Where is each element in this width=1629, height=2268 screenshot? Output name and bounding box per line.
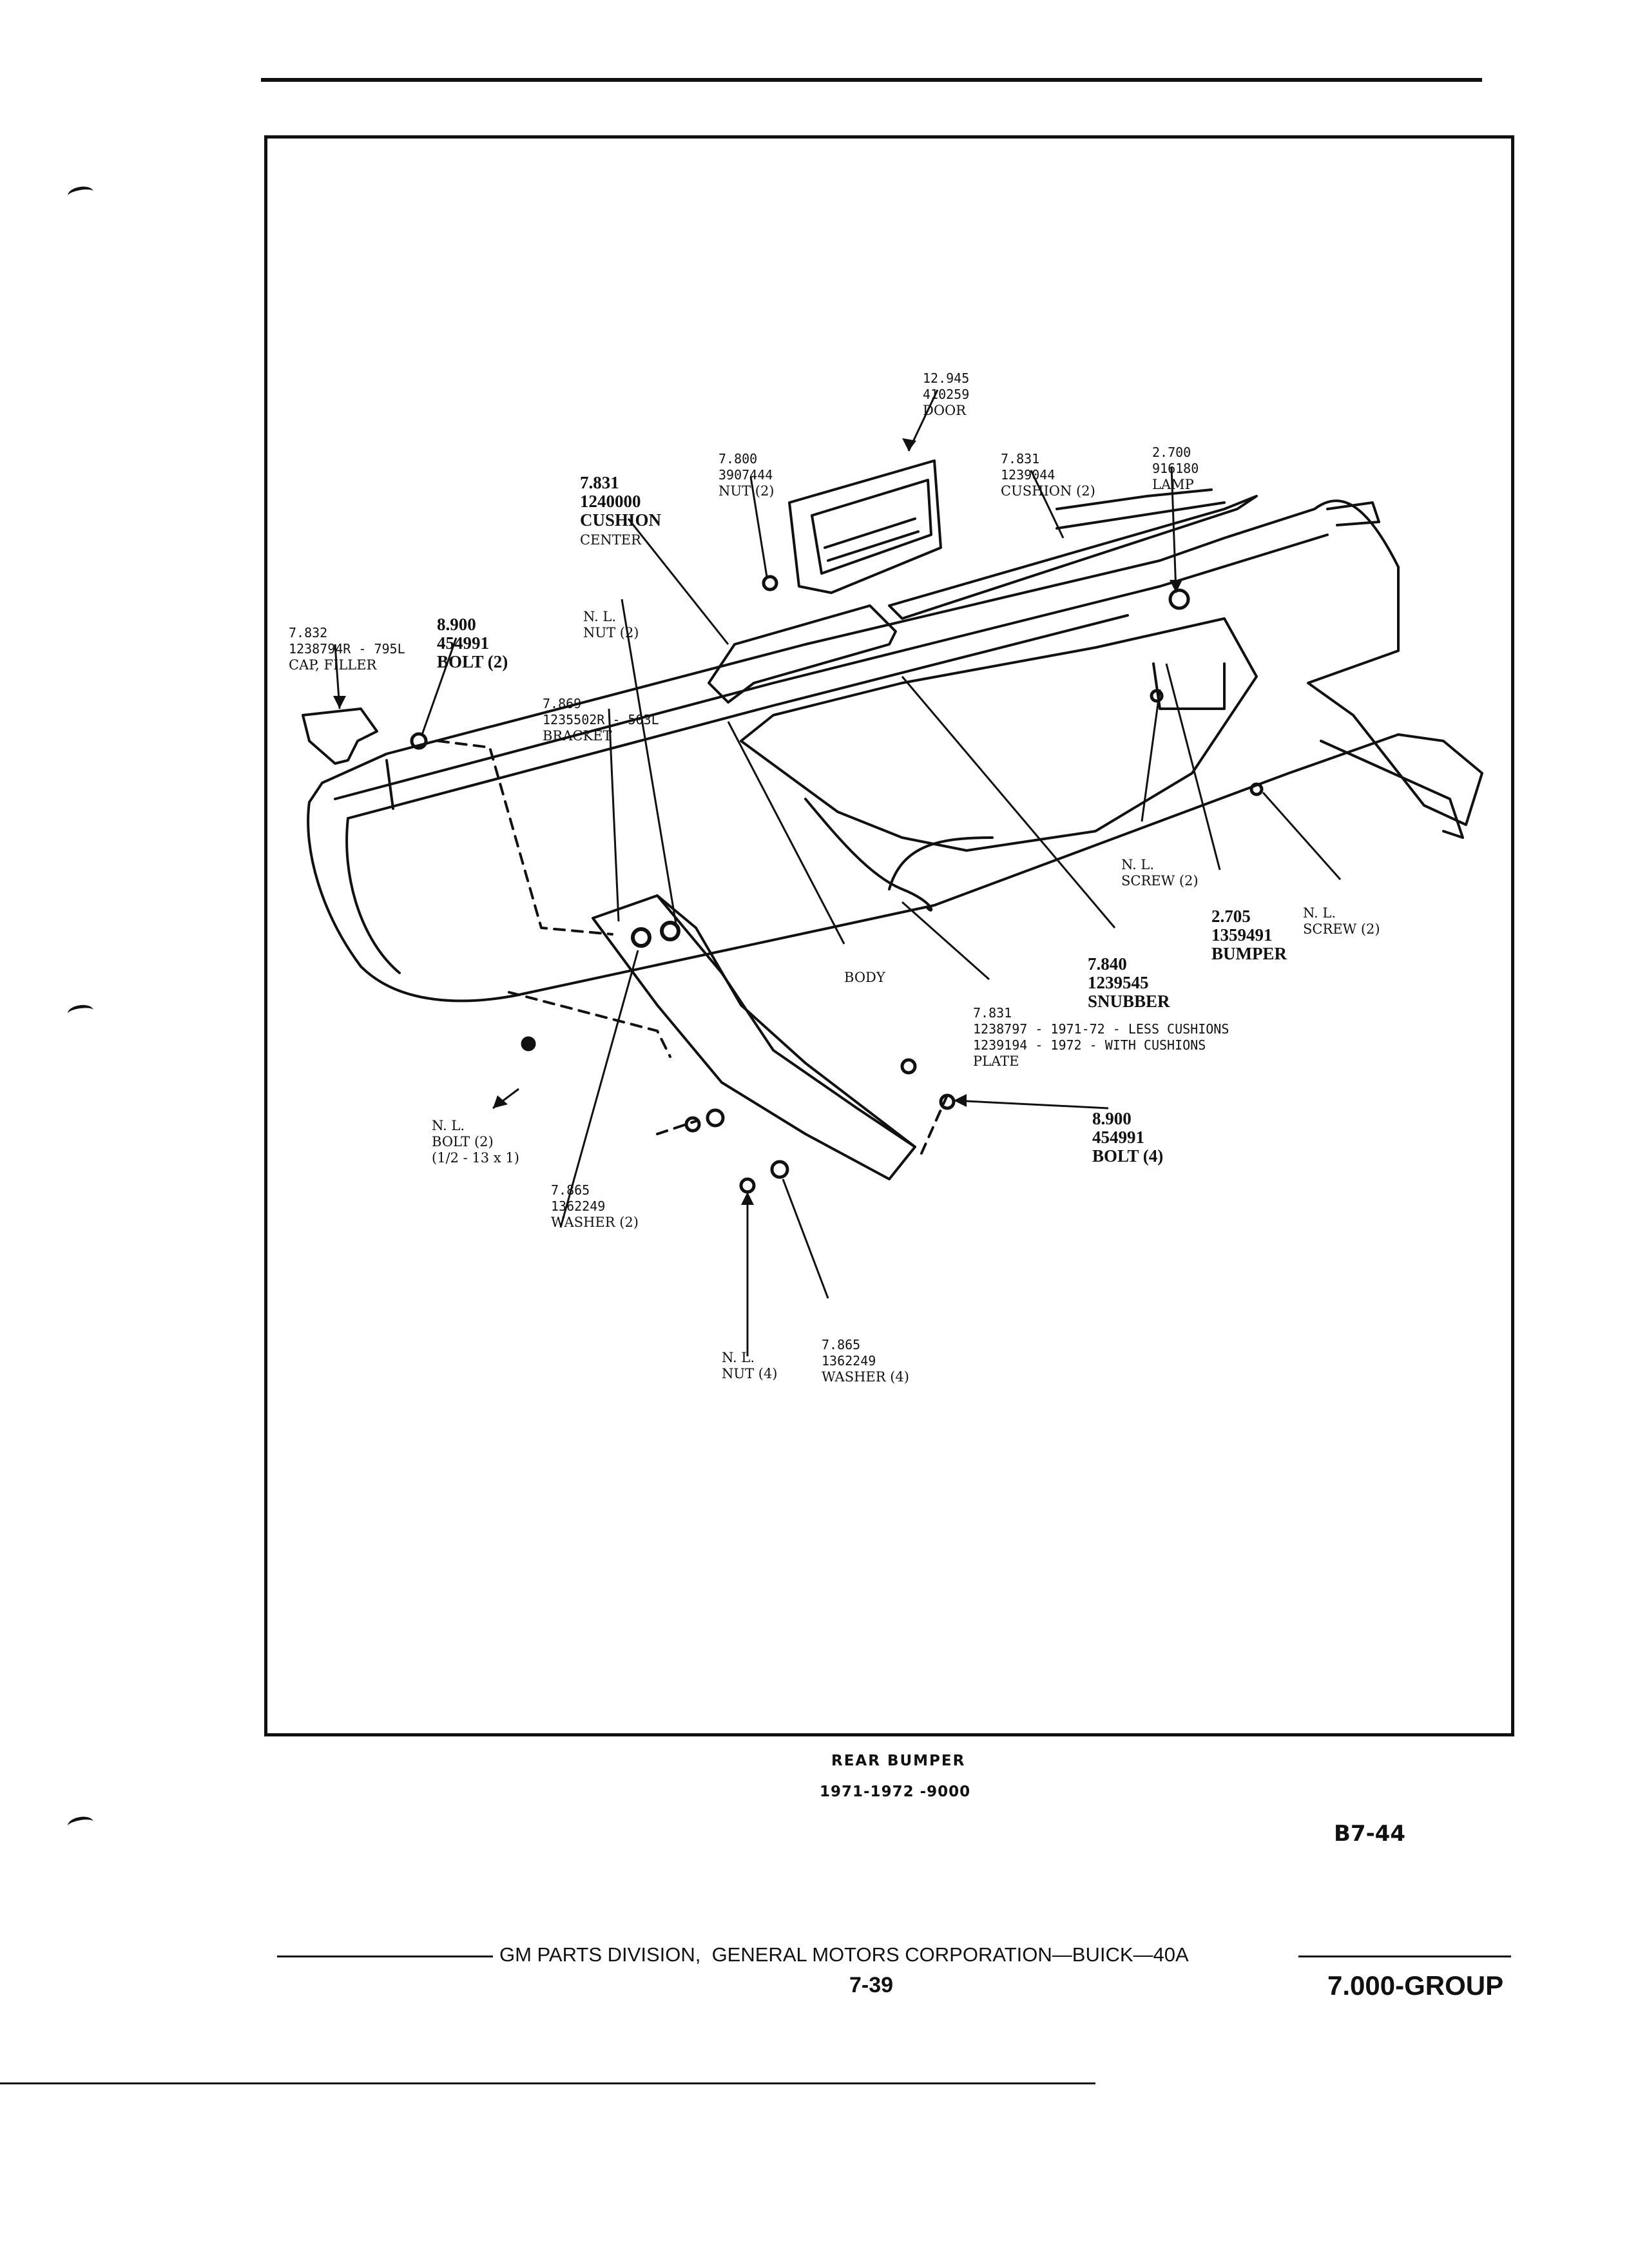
upper-rail — [888, 495, 1258, 620]
label-nl-screw-2-a: N. L.SCREW (2) — [1121, 857, 1199, 889]
filler-cap — [302, 707, 378, 765]
nut — [684, 1116, 701, 1133]
label-nl-bolt: N. L.BOLT (2)(1/2 - 13 x 1) — [432, 1118, 519, 1166]
bolt-head — [521, 1036, 536, 1052]
footer-page-number: 7-39 — [849, 1973, 894, 1997]
label-nl-screw-2-b: N. L.SCREW (2) — [1303, 905, 1380, 937]
bolt-head — [410, 732, 428, 750]
nut — [739, 1177, 756, 1194]
footer-division: GM PARTS DIVISION, GENERAL MOTORS CORPOR… — [499, 1943, 1189, 1966]
label-nl-nut-2: N. L.NUT (2) — [583, 609, 639, 640]
footer-rule-left — [277, 1956, 493, 1957]
center-cushion — [708, 604, 897, 704]
diagram-frame — [264, 135, 1514, 1736]
washer — [631, 927, 651, 948]
lamp — [1168, 588, 1190, 610]
footer-group: 7.000-GROUP — [1327, 1970, 1504, 2001]
caption-subtitle: 1971-1972 -9000 — [820, 1783, 971, 1800]
body-panel — [740, 617, 1258, 852]
bumper-shell-outline — [307, 499, 1483, 1003]
figure-code: B7-44 — [1334, 1821, 1405, 1847]
washer — [770, 1160, 789, 1179]
nut — [762, 575, 778, 591]
washer — [706, 1108, 725, 1128]
caption-title: REAR BUMPER — [831, 1753, 966, 1769]
bolt-head — [900, 1058, 917, 1075]
screw — [1150, 689, 1164, 703]
footer-rule-right — [1298, 1956, 1511, 1957]
license-door — [788, 459, 942, 594]
screw — [1249, 782, 1264, 796]
label-nl-nut-4: N. L.NUT (4) — [722, 1350, 778, 1381]
bottom-scan-edge — [0, 2082, 1095, 2084]
label-body: BODY — [844, 970, 885, 985]
washer — [660, 921, 680, 941]
top-rule — [261, 78, 1482, 82]
bolt-head — [939, 1093, 956, 1110]
